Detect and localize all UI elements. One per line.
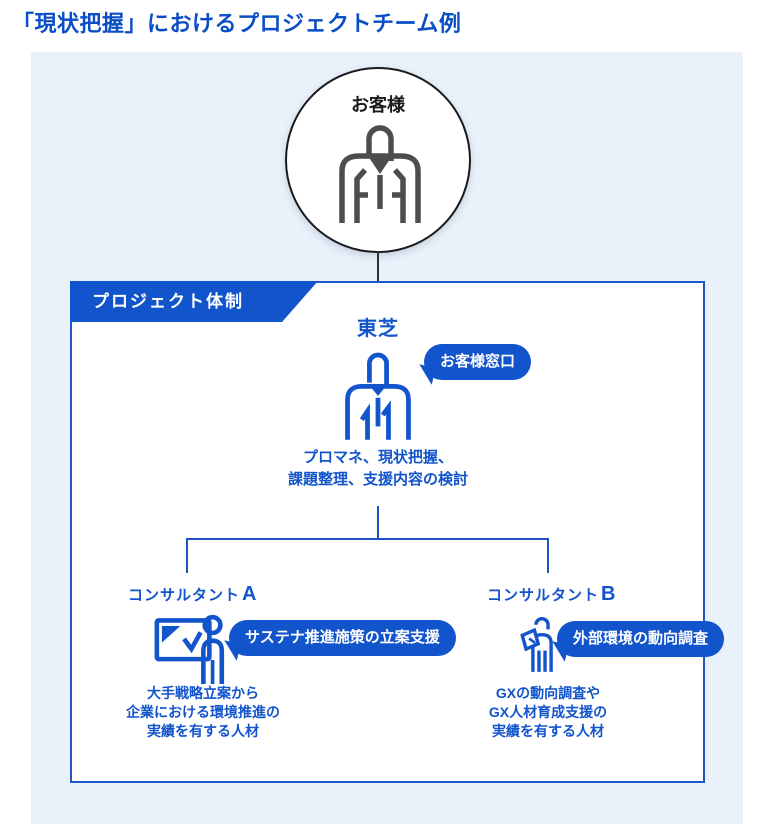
tree-stem-line (377, 506, 379, 540)
customer-contact-bubble: お客様窓口 (424, 344, 532, 380)
tree-right-drop-line (547, 538, 549, 573)
consultant-b-desc-line-3: 実績を有する人材 (492, 723, 604, 739)
page-title: 「現状把握」におけるプロジェクトチーム例 (12, 11, 462, 36)
consultant-b-bubble: 外部環境の動向調査 (557, 621, 725, 657)
lead-role-line-1: プロマネ、現状把握、 (302, 449, 453, 466)
business-person-icon (325, 119, 435, 227)
consultant-b-desc-line-1: GXの動向調査や (495, 685, 601, 701)
consultant-b-label-prefix: コンサルタント (487, 587, 600, 604)
customer-circle: お客様 (285, 67, 471, 253)
suit-person-icon (338, 346, 418, 442)
consultant-a-desc-line-2: 企業における環境推進の (126, 704, 280, 720)
lead-role-text: プロマネ、現状把握、 課題整理、支援内容の検討 (258, 447, 498, 491)
consultant-a-label-prefix: コンサルタント (128, 587, 241, 604)
customer-label: お客様 (351, 95, 405, 115)
consultant-a-desc-line-1: 大手戦略立案から (147, 685, 259, 701)
consultant-a-desc-line-3: 実績を有する人材 (147, 723, 259, 739)
document-person-icon (520, 606, 564, 680)
consultant-b-label-suffix: B (601, 583, 616, 605)
tree-left-drop-line (186, 538, 188, 573)
lead-role-line-2: 課題整理、支援内容の検討 (287, 471, 468, 488)
circle-to-box-connector-line (377, 251, 379, 282)
consultant-a-bubble: サステナ推進施策の立案支援 (229, 620, 456, 656)
consultant-a-label-suffix: A (242, 583, 257, 605)
consultant-b-desc: GXの動向調査や GX人材育成支援の 実績を有する人材 (450, 684, 646, 741)
consultant-a-desc: 大手戦略立案から 企業における環境推進の 実績を有する人材 (105, 684, 301, 741)
tree-horizontal-line (186, 538, 549, 540)
project-box-tag: プロジェクト体制 (70, 281, 318, 322)
consultant-b-desc-line-2: GX人材育成支援の (488, 704, 608, 720)
lead-name: 東芝 (357, 318, 399, 340)
